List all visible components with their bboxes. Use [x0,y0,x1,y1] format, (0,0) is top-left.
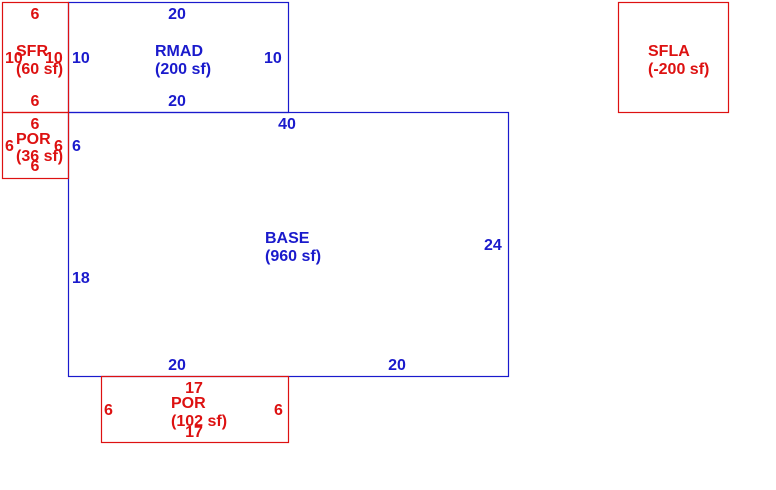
sfla-area: (-200 sf) [648,61,709,78]
por-small-name: POR [16,131,51,148]
por-small-area: (36 sf) [16,148,63,165]
rmad-name: RMAD [155,43,203,60]
sfla-outline [617,1,730,114]
por-small-dim-left: 6 [5,138,14,155]
sfr-name: SFR [16,43,48,60]
base-dim-top: 40 [278,116,296,133]
base-name: BASE [265,230,310,247]
base-dim-bottom-right: 20 [388,357,406,374]
sfr-area: (60 sf) [16,61,63,78]
por-large-dim-bottom: 17 [185,424,203,441]
sfla-name: SFLA [648,43,690,60]
rmad-area: (200 sf) [155,61,211,78]
por-small-dim-bottom: 6 [31,158,40,175]
por-large-outline [100,375,290,444]
sfr-dim-left: 10 [5,50,23,67]
sfr-dim-bottom: 6 [31,93,40,110]
base-dim-left-upper: 6 [72,138,81,155]
rmad-dim-right: 10 [264,50,282,67]
rmad-dim-left: 10 [72,50,90,67]
por-large-dim-top: 17 [185,380,203,397]
por-small-dim-right: 6 [54,138,63,155]
rmad-dim-bottom: 20 [168,93,186,110]
rmad-dim-top: 20 [168,6,186,23]
por-small-outline [1,111,70,180]
por-large-area: (102 sf) [171,413,227,430]
base-area: (960 sf) [265,248,321,265]
por-small-dim-top: 6 [31,116,40,133]
sfr-dim-right: 10 [45,50,63,67]
por-large-dim-left: 6 [104,402,113,419]
sfr-dim-top: 6 [31,6,40,23]
base-dim-bottom-left: 20 [168,357,186,374]
base-dim-left-lower: 18 [72,270,90,287]
base-dim-right: 24 [484,237,502,254]
por-large-dim-right: 6 [274,402,283,419]
por-large-name: POR [171,395,206,412]
